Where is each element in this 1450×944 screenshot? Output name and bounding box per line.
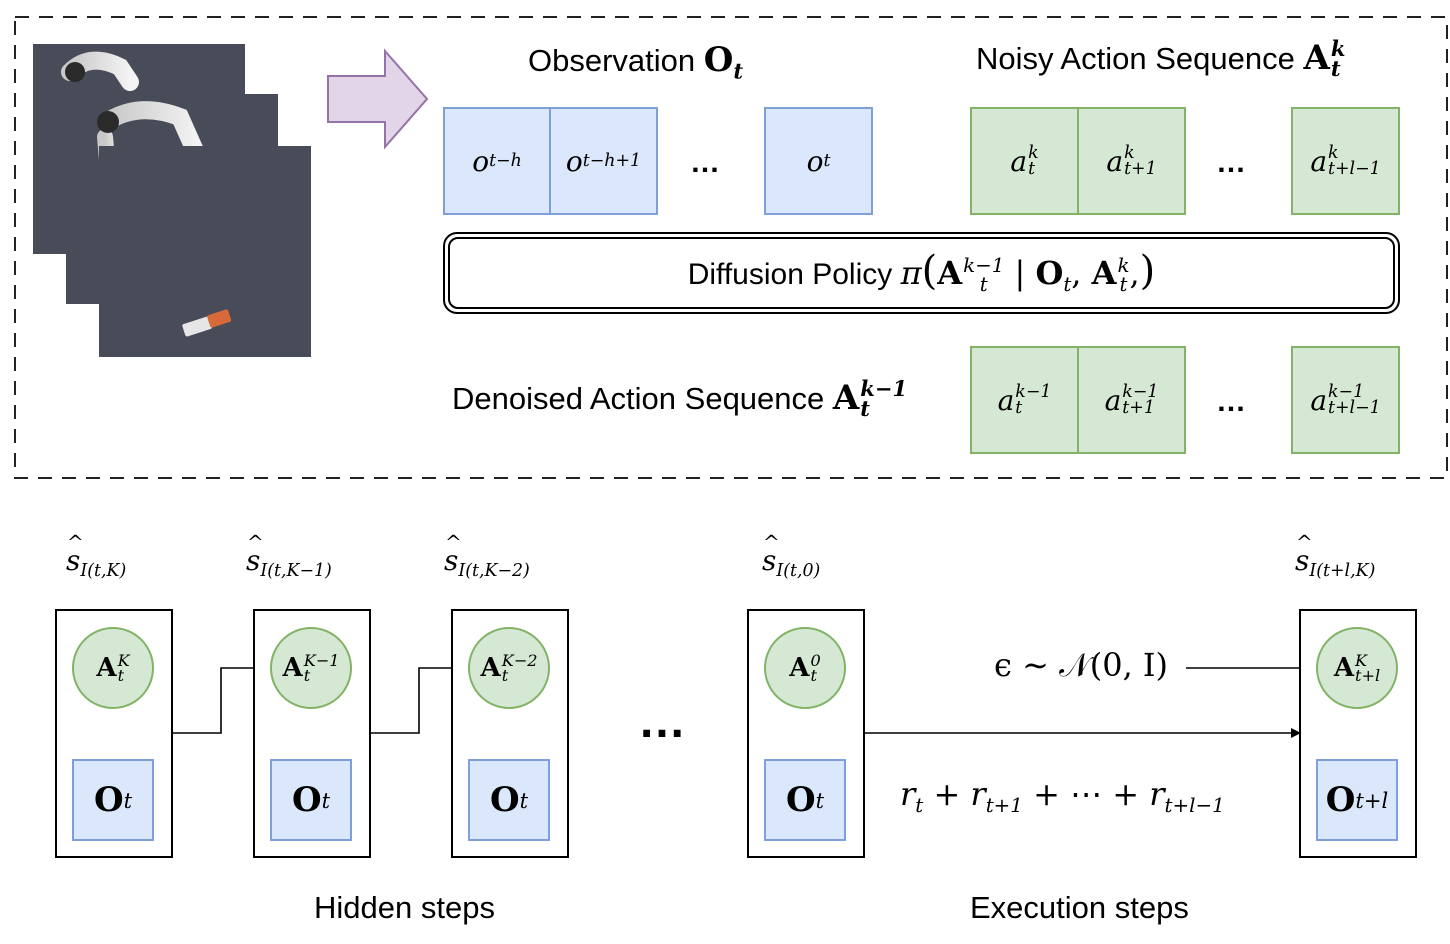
state-label: sI(t+l,K) [1295, 530, 1375, 581]
noise-expression: ϵ ∼ 𝒩(0, I) [990, 646, 1173, 685]
denoised-ellipsis: … [1216, 385, 1248, 418]
execution-steps-label: Execution steps [970, 890, 1189, 925]
state-label: sI(t,K) [66, 530, 126, 581]
noisy-ellipsis: … [1216, 146, 1248, 179]
input-arrow [327, 48, 429, 150]
observation-title: Observation Ot [528, 40, 744, 84]
top-dashed-frame [14, 16, 1448, 479]
robot-arm-icon [61, 51, 139, 91]
reward-expression: rt + rt+1 + ⋯ + rt+l−1 [900, 775, 1225, 817]
state-label: sI(t,K−2) [444, 530, 530, 581]
state-label: sI(t,0) [762, 530, 820, 581]
transition-arrow [172, 663, 271, 734]
obs-ellipsis: … [690, 146, 722, 179]
block-icon [182, 309, 232, 337]
transition-arrow [370, 663, 469, 734]
robot-scene-stack [33, 44, 311, 357]
hidden-steps-label: Hidden steps [314, 890, 495, 925]
steps-ellipsis: … [638, 695, 688, 748]
state-label: sI(t,K−1) [246, 530, 332, 581]
